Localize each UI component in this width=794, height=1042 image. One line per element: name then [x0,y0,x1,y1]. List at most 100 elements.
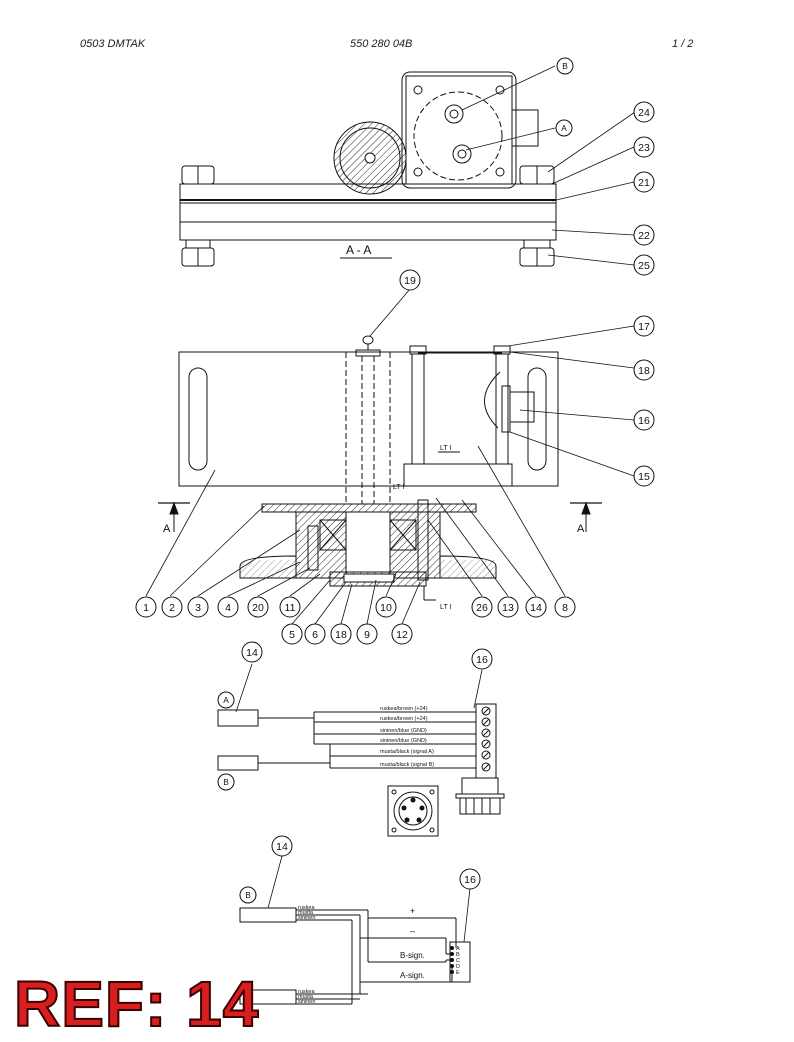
callout-bottom-1-label: 2 [169,602,175,614]
callout-bottom-7-balloon [304,623,326,645]
callout-top-3-label: 23 [638,142,650,154]
callout-top-1-label: A [561,123,567,133]
callout-side-0-balloon [399,269,421,291]
callout-bottom-8-balloon [330,623,352,645]
callout-top-6-balloon [633,254,655,276]
wiring1-sensor-b-balloon [217,773,235,791]
wiring1-callout-left-balloon [241,641,263,663]
ref-label: REF: 14 [13,968,260,1040]
wire1-label-1: ruskea/brown (+24) [380,706,428,712]
wiring2-callout-right-balloon [459,868,481,890]
callout-bottom-2-balloon [187,596,209,618]
lt-label-1: LT I [440,445,451,452]
pin-c: C [456,958,460,964]
callout-bottom-0-label: 1 [143,602,149,614]
section-marker-left: A [163,523,171,535]
callout-top-2-label: 24 [638,107,650,119]
wiring2-sensor-b-balloon [239,886,257,904]
callout-bottom-7-label: 6 [312,629,318,641]
section-label: A - A [346,243,371,257]
wire1-label-2: ruskea/brown (+24) [380,716,428,722]
callout-side-2-balloon [633,359,655,381]
callout-top-0-label: B [562,61,568,71]
callout-top-4-label: 21 [638,177,650,189]
callout-bottom-15-label: 8 [562,602,568,614]
callout-bottom-11-label: 12 [396,629,408,641]
callout-bottom-9-label: 9 [364,629,370,641]
wire2-bottom-1: ruskea [298,989,315,995]
callout-side-3-balloon [633,409,655,431]
wiring2-sensor-b-label: B [245,890,251,900]
wire2-top-3: sininen [298,915,315,921]
a-sign-label: A-sign. [400,971,425,980]
wiring1-callout-right-label: 16 [476,654,488,666]
minus-label: – [410,926,415,936]
wiring2-callout-left-label: 14 [276,841,288,853]
callout-top-2-balloon [633,101,655,123]
lt-label-3: LT I [440,604,451,611]
callout-bottom-1-balloon [161,596,183,618]
wiring-diagram-1 [217,663,505,837]
wiring1-sensor-a-balloon [217,691,235,709]
wiring1-sensor-a-label: A [223,695,229,705]
wiring1-callout-left-label: 14 [246,647,258,659]
callout-bottom-5-label: 11 [285,602,296,614]
callout-bottom-3-balloon [217,596,239,618]
callout-bottom-4-balloon [247,596,269,618]
lt-label-2: LT I [393,484,404,491]
side-view: LT I LT I LT I [158,335,602,611]
callout-bottom-15-balloon [554,596,576,618]
callout-bottom-13-balloon [497,596,519,618]
callout-bottom-11-balloon [391,623,413,645]
callout-bottom-8-label: 18 [335,629,347,641]
callout-bottom-12-balloon [471,596,493,618]
section-view-a-a [179,71,557,267]
callout-side-4-balloon [633,465,655,487]
callout-top-4-balloon [633,171,655,193]
header-left: 0503 DMTAK [80,38,146,50]
callout-side-2-label: 18 [638,365,650,377]
pin-e: E [456,970,460,976]
callout-bottom-3-label: 4 [225,602,231,614]
wiring2-callout-left-balloon [271,835,293,857]
wire2-bottom-2: musta [298,994,314,1000]
callout-bottom-13-label: 13 [502,602,514,614]
wire2-top-1: ruskea [298,905,315,911]
section-marker-right: A [577,523,585,535]
b-sign-label: B-sign. [400,951,425,960]
callout-bottom-5-balloon [279,596,301,618]
callout-top-6-label: 25 [638,260,650,272]
callout-top-5-label: 22 [638,230,650,242]
callout-side-4-label: 15 [638,471,650,483]
callout-bottom-6-label: 5 [289,629,295,641]
callout-top-5-balloon [633,224,655,246]
header-center: 550 280 04B [350,38,413,50]
wire1-label-4: sininen/blue (GND) [380,738,427,744]
callout-bottom-10-label: 10 [380,602,392,614]
wiring1-sensor-b-label: B [223,777,229,787]
callout-bottom-4-label: 20 [252,602,264,614]
callout-bottom-6-balloon [281,623,303,645]
wire2-bottom-3: sininen [298,999,315,1005]
callout-top-3-balloon [633,136,655,158]
wiring-diagram-2 [239,855,471,1005]
callout-side-1-balloon [633,315,655,337]
wiring1-callout-right-balloon [471,648,493,670]
callout-top-0-balloon [556,57,574,75]
callout-side-1-label: 17 [638,321,650,333]
callout-bottom-12-label: 26 [476,602,488,614]
callout-side-3-label: 16 [638,415,650,427]
wire2-top-2: musta [298,910,314,916]
wire1-label-6: musta/black (signal B) [380,762,434,768]
header-right: 1 / 2 [672,38,694,50]
leader-lines [145,65,636,625]
pin-b: B [456,952,460,958]
pin-a: A [456,946,460,952]
callout-bottom-2-label: 3 [195,602,201,614]
wiring2-callout-right-label: 16 [464,874,476,886]
plus-label: + [410,906,415,916]
pin-d: D [456,964,460,970]
callout-bottom-14-balloon [525,596,547,618]
